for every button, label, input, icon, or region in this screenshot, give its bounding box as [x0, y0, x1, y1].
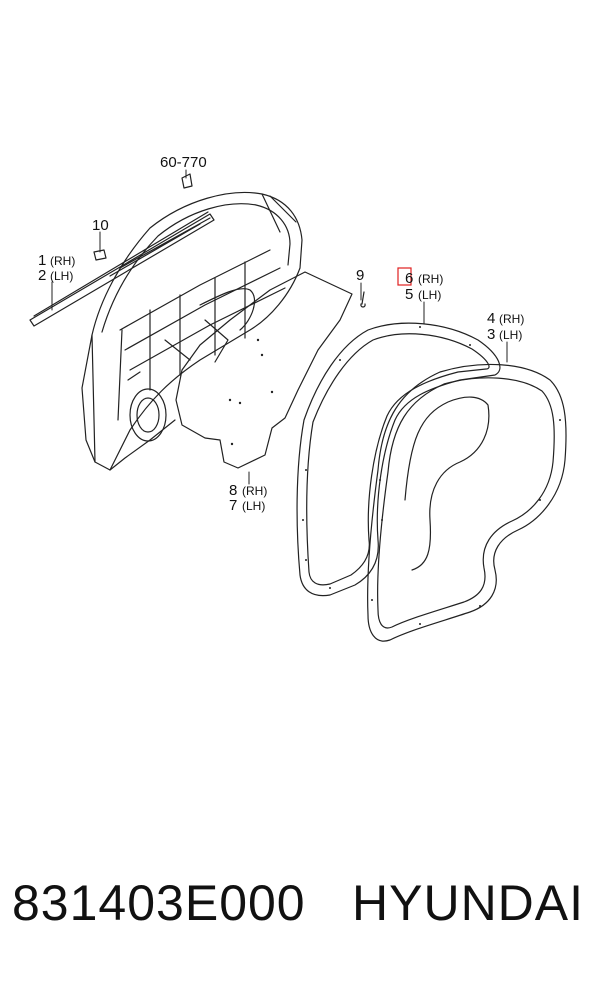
- pin-part: [360, 291, 366, 308]
- callout-8: 8: [229, 482, 237, 499]
- callout-5: 5: [405, 286, 413, 303]
- callout-6-side: (RH): [418, 272, 443, 286]
- belt-weatherstrip: [29, 211, 215, 327]
- callout-7-side: (LH): [242, 499, 265, 513]
- callout-5-side: (LH): [418, 288, 441, 302]
- callout-9: 9: [356, 267, 364, 284]
- sealing-cover: [175, 271, 353, 469]
- clip-part: [93, 249, 107, 261]
- callout-3: 3: [487, 326, 495, 343]
- door-panel: [81, 191, 303, 471]
- callout-3-side: (LH): [499, 328, 522, 342]
- caption-bar: 831403E000 HYUNDAI: [0, 868, 600, 958]
- callout-1-side: (RH): [50, 254, 75, 268]
- hinge-clip: [181, 173, 193, 189]
- callout-60-770: 60-770: [160, 154, 207, 171]
- door-parts-diagram: 60-770 10 1 (RH) 2 (LH) 9 6 (RH) 5 (LH) …: [29, 154, 567, 642]
- part-number: 831403E000: [12, 875, 306, 931]
- callout-6: 6: [405, 270, 413, 287]
- door-side-weatherstrip: [367, 363, 567, 642]
- leader-lines: [51, 169, 508, 485]
- callout-10: 10: [92, 217, 109, 234]
- callout-1: 1: [38, 252, 46, 269]
- brand-name: HYUNDAI: [352, 875, 585, 931]
- callout-4-side: (RH): [499, 312, 524, 326]
- highlight-box: [397, 267, 412, 286]
- callout-2-side: (LH): [50, 269, 73, 283]
- callout-2: 2: [38, 267, 46, 284]
- callout-8-side: (RH): [242, 484, 267, 498]
- callout-4: 4: [487, 310, 495, 327]
- door-opening-weatherstrip: [296, 322, 501, 597]
- callout-7: 7: [229, 497, 237, 514]
